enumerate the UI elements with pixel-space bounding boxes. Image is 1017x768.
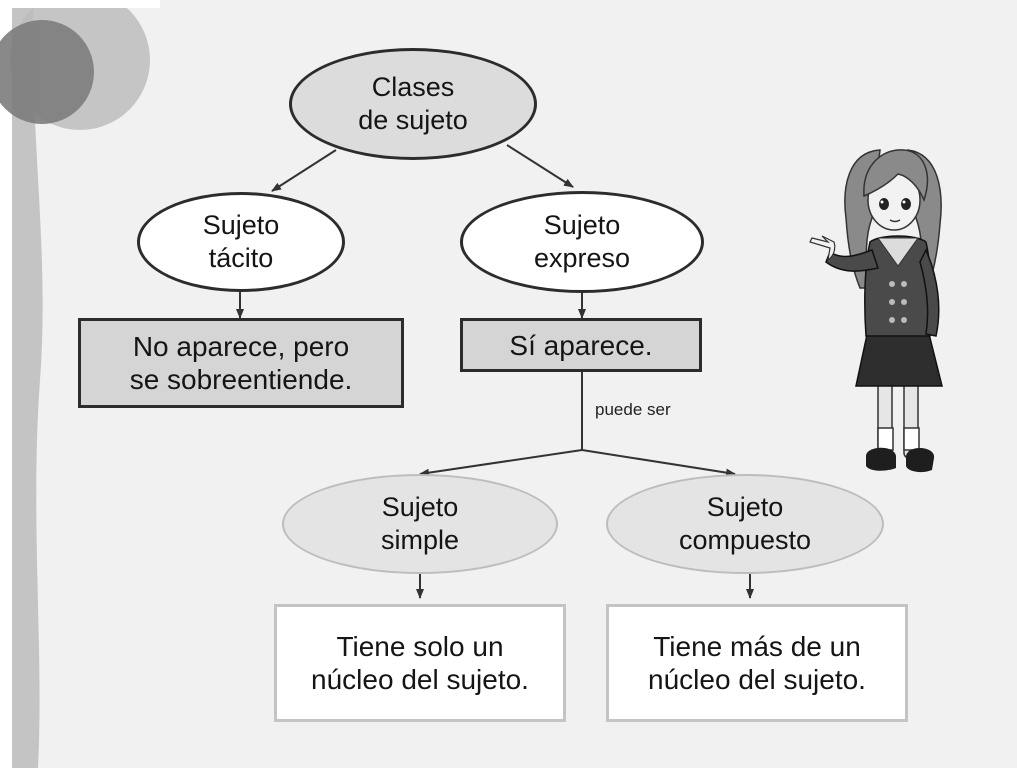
node-label-line2: de sujeto [358,105,468,135]
left-stripe [12,0,43,768]
node-clases-de-sujeto: Clases de sujeto [289,48,537,160]
box-text-line2: núcleo del sujeto. [648,664,866,695]
box-text-line2: se sobreentiende. [129,364,353,395]
node-label-line1: Clases [371,72,455,102]
node-label-line1: Sujeto [381,492,459,522]
node-sujeto-expreso: Sujeto expreso [460,191,704,293]
box-simple-description: Tiene solo un núcleo del sujeto. [274,604,566,722]
box-text: Sí aparece. [509,329,653,361]
node-label-line1: Sujeto [543,210,621,240]
node-label-line2: expreso [533,243,631,273]
box-text-line1: Tiene más de un [653,631,861,662]
node-label-line2: simple [380,525,460,555]
edge-label-puede-ser: puede ser [595,400,671,419]
arrow-to-simple [419,449,583,477]
box-tacito-description: No aparece, pero se sobreentiende. [78,318,404,408]
node-label-line2: compuesto [678,525,812,555]
node-label-line2: tácito [208,243,274,273]
box-compuesto-description: Tiene más de un núcleo del sujeto. [606,604,908,722]
box-text-line2: núcleo del sujeto. [311,664,529,695]
node-label-line1: Sujeto [202,210,280,240]
node-label-line1: Sujeto [706,492,784,522]
arrow-root-to-tacito [271,149,337,192]
decorative-edge [0,0,160,768]
node-sujeto-compuesto: Sujeto compuesto [606,474,884,574]
box-text-line1: No aparece, pero [132,331,350,362]
arrow-to-compuesto [581,449,736,477]
box-text-line1: Tiene solo un [336,631,504,662]
decorative-circle-dark [0,20,94,124]
node-sujeto-tacito: Sujeto tácito [137,192,345,292]
box-expreso-description: Sí aparece. [460,318,702,372]
girl-pointing-illustration [809,149,943,473]
node-sujeto-simple: Sujeto simple [282,474,558,574]
arrow-root-to-expreso [506,144,574,188]
